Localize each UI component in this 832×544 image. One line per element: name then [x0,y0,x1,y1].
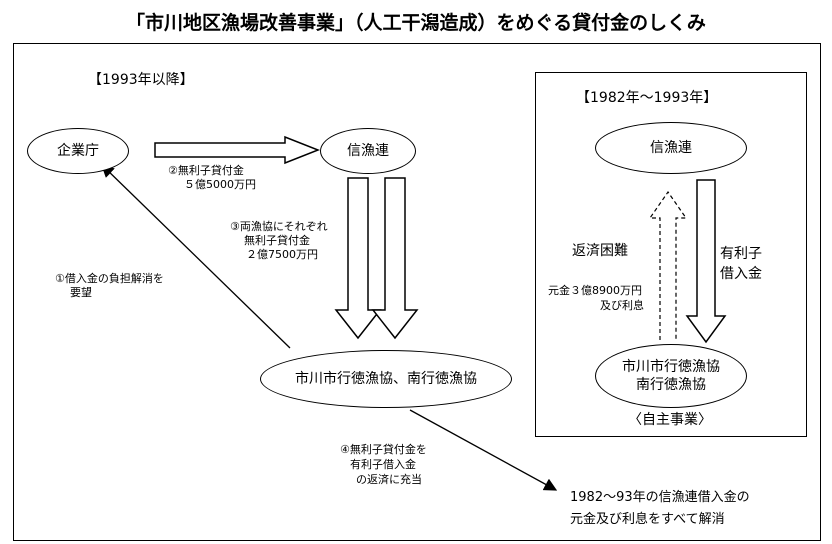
step3-line2: 無利子貸付金 [244,234,310,247]
right-unions-node: 市川市行徳漁協南行徳漁協 [595,344,747,408]
arrow-request-to-agency [101,164,291,349]
diagram-title: 「市川地区漁場改善事業」（人工干潟造成）をめぐる貸付金のしくみ [126,12,706,34]
federation-node: 信漁連 [320,128,416,174]
repay-difficulty: 返済困難 [572,243,628,259]
dashed-arrow-repay [648,190,688,340]
right-period-label: 【1982年〜1993年】 [576,90,718,106]
right-unions-label: 市川市行徳漁協南行徳漁協 [622,358,720,394]
federation-label: 信漁連 [347,143,389,159]
loan-line2: 借入金 [720,266,762,282]
loan-line1: 有利子 [720,246,762,262]
principal-line1: 元金３億8900万円 [548,284,642,297]
step1-line2: 要望 [70,286,92,299]
agency-node: 企業庁 [27,128,129,174]
result-line1: 1982〜93年の信漁連借入金の [570,490,750,505]
right-panel-frame [535,72,807,437]
step3-line3: ２億7500万円 [246,248,318,261]
left-period-label: 【1993年以降】 [88,72,194,88]
arrow-agency-to-federation [154,135,321,165]
independent-project-note: 〈自主事業〉 [628,412,712,428]
unions-label: 市川市行徳漁協、南行徳漁協 [295,371,477,387]
arrow-federation-to-union-2 [371,177,419,340]
step2-line2: ５億5000万円 [184,178,256,191]
arrow-interest-loan [685,179,727,344]
step4-line1: ④無利子貸付金を [340,443,427,456]
right-federation-label: 信漁連 [650,140,692,156]
right-federation-node: 信漁連 [595,122,747,174]
step2-line1: ②無利子貸付金 [168,164,244,177]
agency-label: 企業庁 [57,143,99,159]
step4-line3: の返済に充当 [356,473,422,486]
step1-line1: ①借入金の負担解消を [55,272,164,285]
principal-line2: 及び利息 [600,299,644,312]
union-1: 市川市行徳漁協 [622,359,720,375]
step4-line2: 有利子借入金 [350,458,416,471]
outer-frame [13,43,821,541]
unions-node: 市川市行徳漁協、南行徳漁協 [260,350,512,408]
arrow-federation-to-union-1 [334,177,382,340]
arrow-to-result [409,409,558,491]
result-line2: 元金及び利息をすべて解消 [570,512,725,527]
union-2: 南行徳漁協 [636,377,706,393]
step3-line1: ③両漁協にそれぞれ [230,220,328,233]
